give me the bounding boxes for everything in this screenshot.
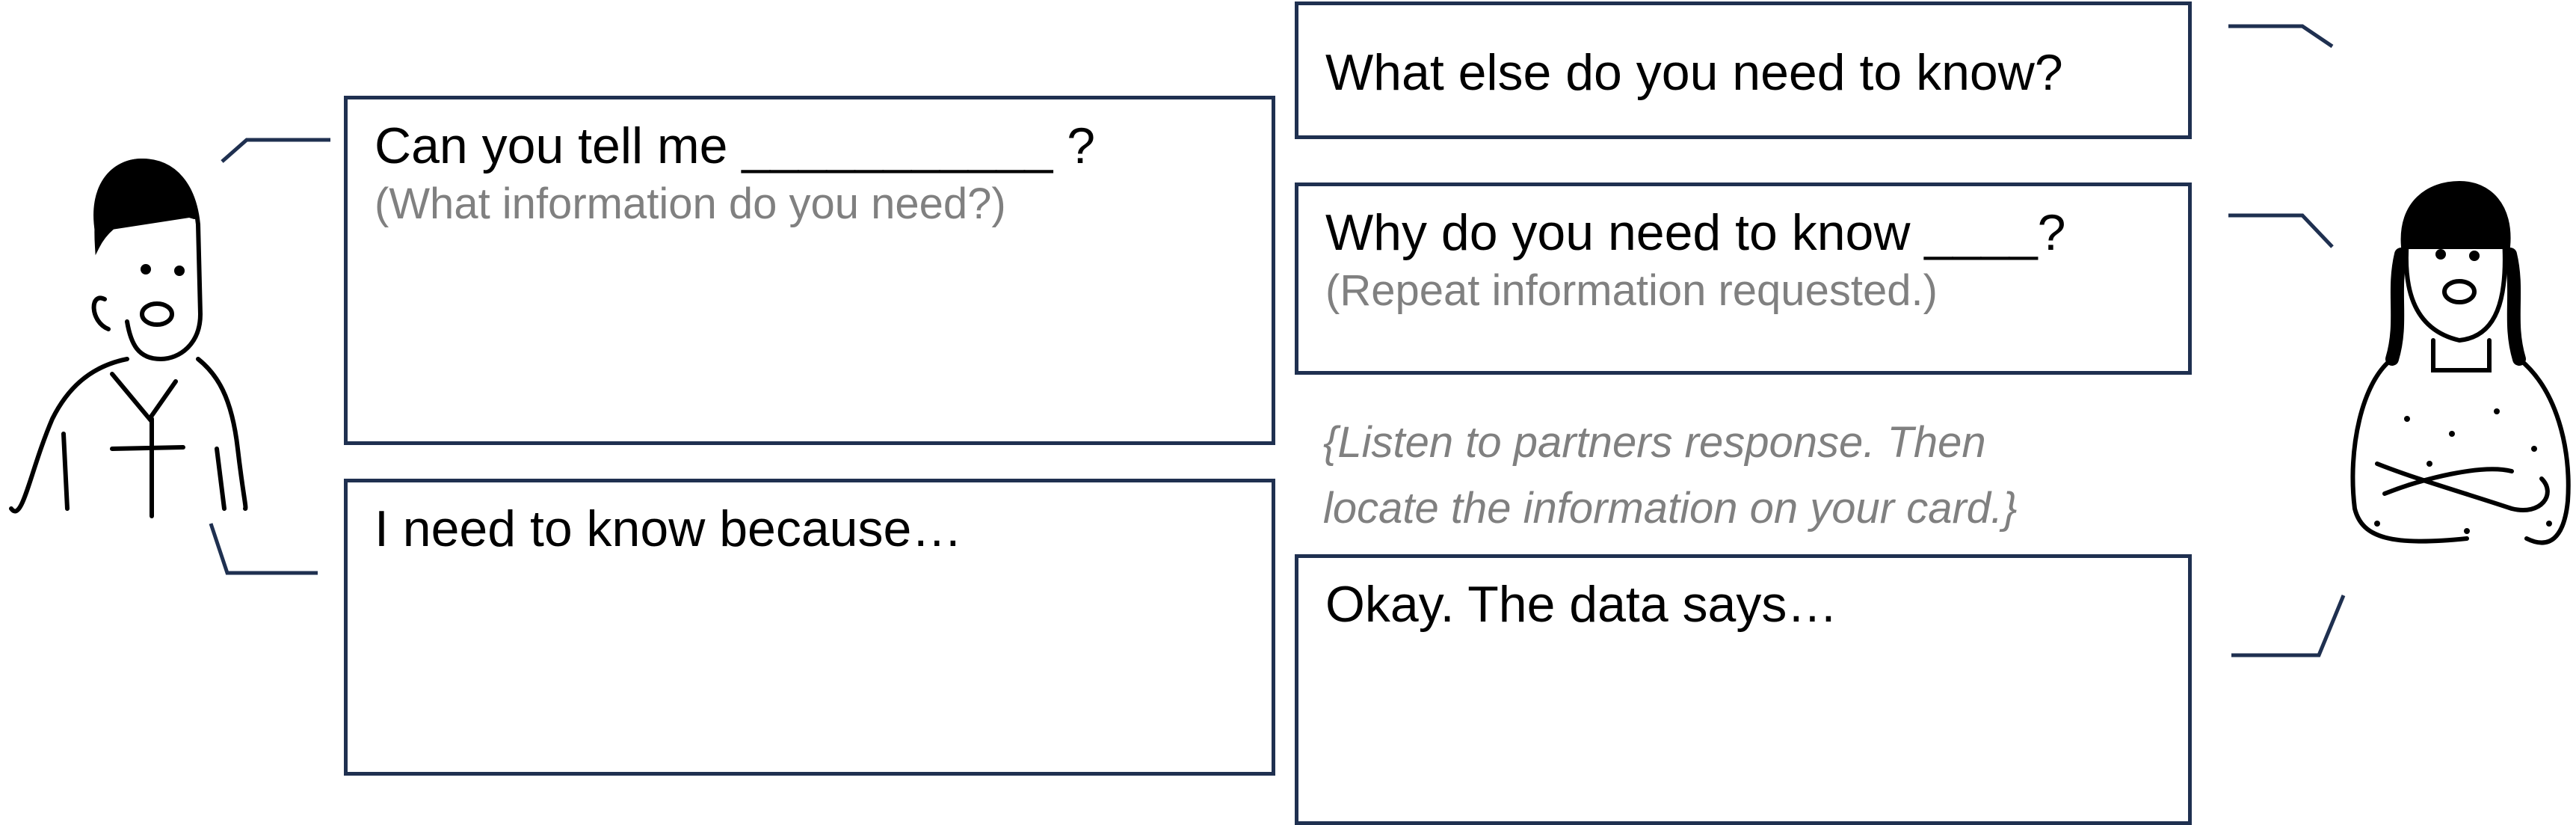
boy-illustration [9,158,248,518]
connector-line [2231,595,2346,657]
what-else-prompt: What else do you need to know? [1325,44,2063,101]
request-info-prompt: Can you tell me ___________ ? [375,117,1096,174]
connector-line [209,523,318,575]
request-info-box: Can you tell me ___________ ? (What info… [344,96,1275,445]
data-says-prompt: Okay. The data says… [1325,576,1838,633]
instruction-text: {Listen to partners response. Then locat… [1323,410,2018,542]
request-info-hint: (What information do you need?) [375,179,1006,228]
data-says-box: Okay. The data says… [1295,554,2192,825]
girl-illustration [2350,180,2571,545]
connector-line [2228,24,2334,49]
connector-line [221,138,330,163]
why-prompt: Why do you need to know ____? [1325,204,2066,261]
why-box: Why do you need to know ____? (Repeat in… [1295,183,2192,375]
reason-prompt: I need to know because… [375,500,963,557]
why-hint: (Repeat information requested.) [1325,266,1938,315]
instruction-line-1: {Listen to partners response. Then [1323,418,1986,467]
instruction-line-2: locate the information on your card.} [1323,484,2018,533]
what-else-box: What else do you need to know? [1295,1,2192,139]
connector-line [2228,213,2334,248]
reason-box: I need to know because… [344,479,1275,776]
